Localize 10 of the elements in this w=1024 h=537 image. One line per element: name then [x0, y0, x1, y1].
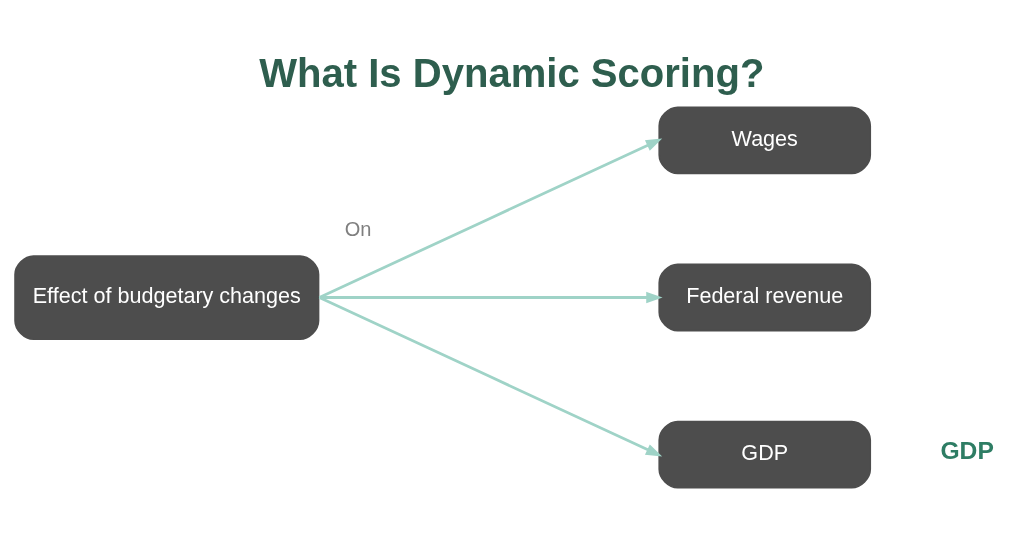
diagram-title: What Is Dynamic Scoring? [259, 50, 765, 95]
node-box: GDP [658, 420, 872, 489]
node-box: Federal revenue [658, 263, 872, 331]
label: GDP [940, 436, 994, 464]
arrow [318, 295, 663, 456]
arrow [319, 291, 663, 303]
edge-label: On [344, 217, 372, 240]
node-box: Effect of budgetary changes [14, 254, 320, 340]
node-box: Wages [658, 105, 872, 174]
arrow [318, 138, 663, 299]
